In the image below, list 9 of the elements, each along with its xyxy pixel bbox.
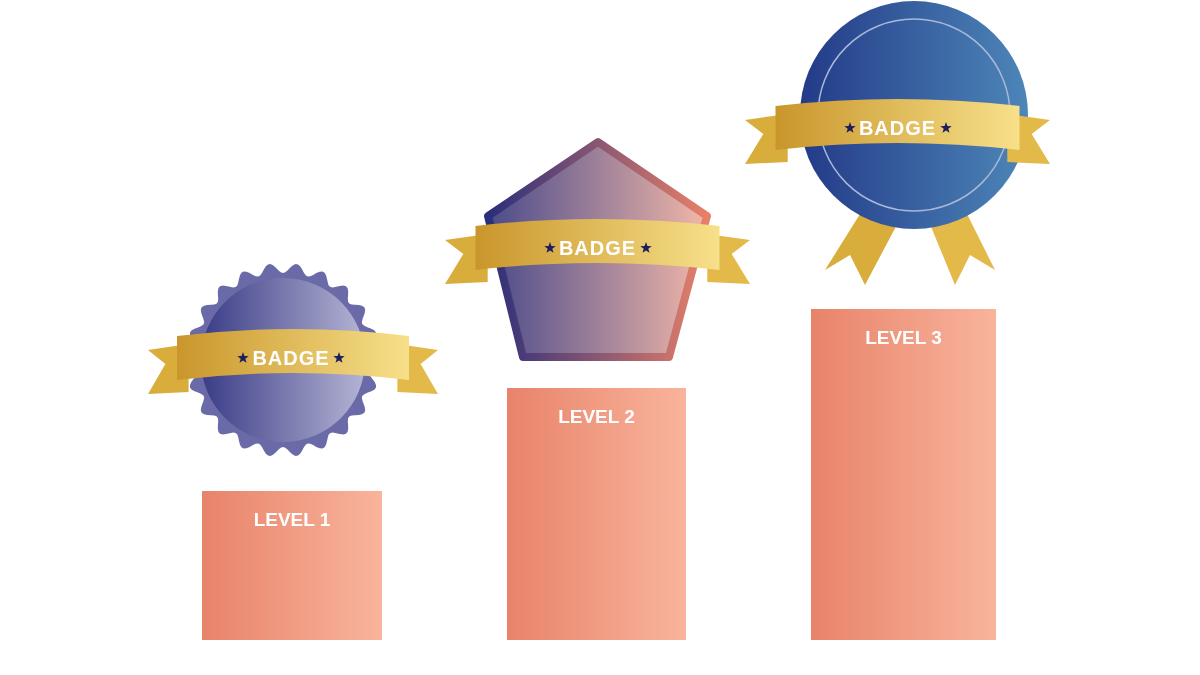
ribbon-text: BADGE [858,116,937,140]
level-label: LEVEL 1 [253,509,331,531]
ribbon-text: BADGE [558,236,637,260]
podium-block [811,309,996,640]
ribbon-text: BADGE [252,346,330,370]
level-label: LEVEL 3 [865,327,942,349]
podium-block [507,388,686,640]
level-label: LEVEL 2 [558,406,635,428]
podium-block [202,491,382,640]
